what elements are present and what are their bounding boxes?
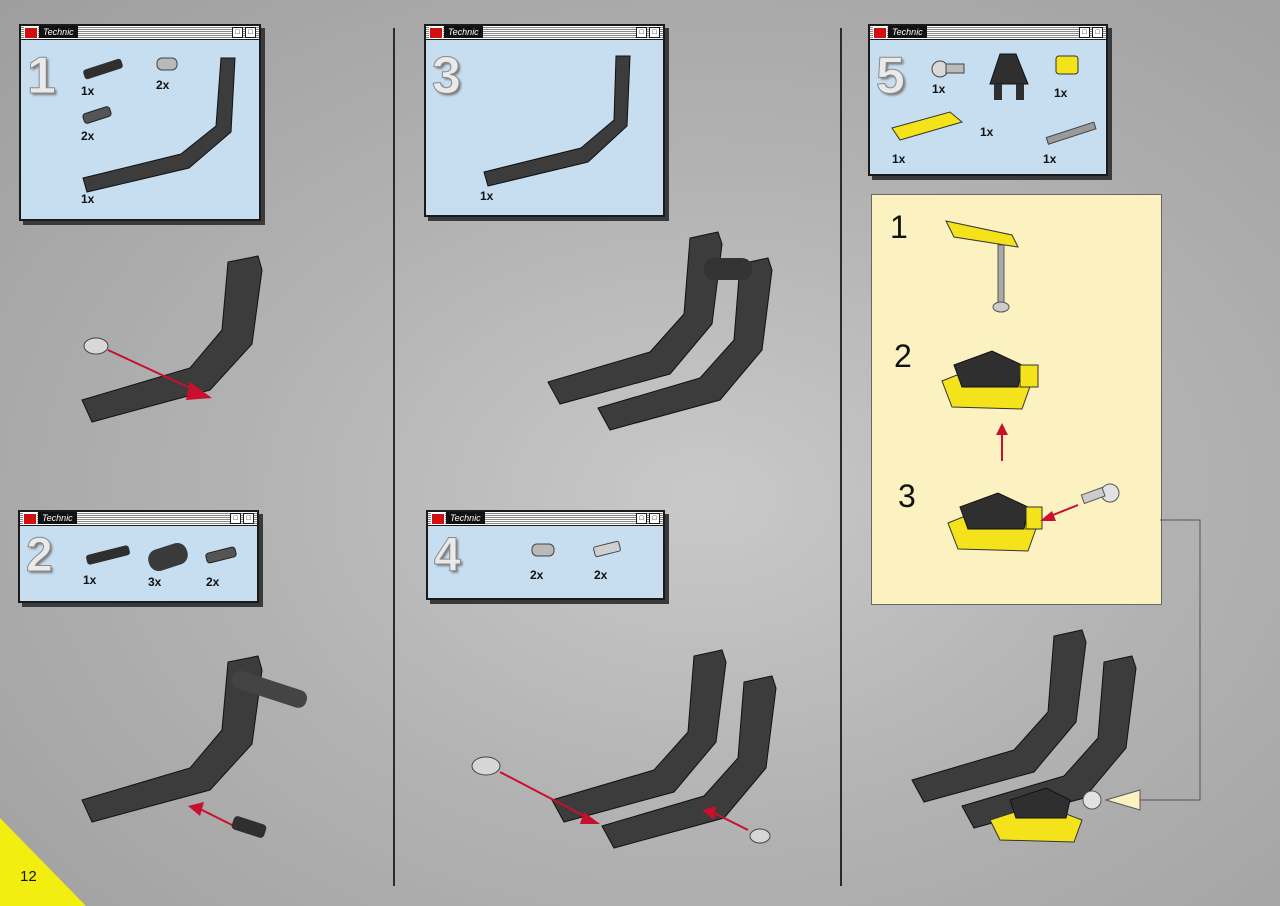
substep-number: 2 <box>894 338 912 374</box>
sub-assembly-art <box>941 220 1120 552</box>
part-qty: 2x <box>81 129 95 143</box>
window-title-bar: Technic □ □ <box>426 26 663 40</box>
step-number: 1 <box>27 47 57 106</box>
part-qty: 3x <box>148 575 162 589</box>
part-qty: 1x <box>1043 152 1057 166</box>
window-close-button[interactable]: □ <box>1092 27 1103 38</box>
part-qty: 1x <box>980 125 994 139</box>
step-2-parts-art <box>86 542 237 572</box>
page-number: 12 <box>20 868 37 885</box>
substep-number: 3 <box>898 478 916 514</box>
part-qty: 1x <box>83 573 97 587</box>
part-qty: 2x <box>206 575 220 589</box>
step-5-assembly-icon <box>911 629 1137 843</box>
window-minimize-button[interactable]: □ <box>232 27 243 38</box>
step-number: 5 <box>876 47 906 106</box>
step-1-parts-art <box>82 57 236 193</box>
step-1-parts-window: Technic □ □ 1 1x 2x 2x 1x <box>19 24 261 221</box>
part-qty: 1x <box>480 189 494 203</box>
step-5-parts-window: Technic □ □ 5 1x 1x 1x 1x 1x <box>868 24 1108 176</box>
column-divider-left <box>393 28 395 886</box>
grey-axle-icon <box>1045 121 1097 145</box>
connector-pin-icon <box>205 546 237 564</box>
connector-pin-icon <box>82 106 112 124</box>
part-qty: 2x <box>156 78 170 92</box>
step-3-parts-art <box>483 55 631 187</box>
black-axle-pin-icon <box>86 545 130 565</box>
black-axle-pin-icon <box>83 58 123 80</box>
step-5-parts-art <box>891 53 1097 145</box>
grey-bush-icon <box>156 57 178 71</box>
grey-ball-joint-icon <box>931 60 965 78</box>
step-number: 3 <box>432 47 462 106</box>
window-title: Technic <box>38 512 77 524</box>
column-divider-right <box>840 28 842 886</box>
window-title-bar: Technic □ □ <box>428 512 663 526</box>
steering-holder-assembly-icon <box>947 492 1043 552</box>
grey-bush-icon <box>531 543 555 557</box>
yellow-beam-with-axle-icon <box>945 220 1019 313</box>
yellow-pin-connector-icon <box>1055 55 1079 75</box>
bent-beam-icon <box>82 57 236 193</box>
window-title: Technic <box>446 512 485 524</box>
step-number: 4 <box>434 529 462 583</box>
lego-logo-icon <box>429 27 443 39</box>
lego-logo-icon <box>23 513 37 525</box>
part-qty: 2x <box>594 568 608 582</box>
window-title-bar: Technic □ □ <box>20 512 257 526</box>
window-minimize-button[interactable]: □ <box>230 513 241 524</box>
window-close-button[interactable]: □ <box>649 513 660 524</box>
black-steering-holder-icon <box>989 53 1029 100</box>
grey-ball-joint-icon <box>1080 483 1120 505</box>
bent-beam-icon <box>483 55 631 187</box>
step-4-assembly-icon <box>471 649 777 849</box>
window-minimize-button[interactable]: □ <box>636 27 647 38</box>
part-qty: 1x <box>892 152 906 166</box>
part-qty: 1x <box>81 84 95 98</box>
page-corner-marker-icon <box>0 818 86 906</box>
step-number: 2 <box>26 529 54 583</box>
part-qty: 2x <box>530 568 544 582</box>
window-close-button[interactable]: □ <box>245 27 256 38</box>
window-title: Technic <box>39 26 78 38</box>
lego-logo-icon <box>24 27 38 39</box>
part-qty: 1x <box>1054 86 1068 100</box>
axle-pin-icon <box>593 540 621 558</box>
step-2-assembly-icon <box>81 655 308 838</box>
yellow-beam-icon <box>891 111 964 141</box>
window-close-button[interactable]: □ <box>243 513 254 524</box>
lego-logo-icon <box>873 27 887 39</box>
part-qty: 1x <box>932 82 946 96</box>
step-4-parts-art <box>531 540 621 558</box>
step-2-parts-window: Technic □ □ 2 1x 3x 2x <box>18 510 259 603</box>
callout-connector-icon <box>1104 519 1201 811</box>
red-arrow-up-icon <box>996 423 1008 461</box>
step-4-parts-window: Technic □ □ 4 2x 2x <box>426 510 665 600</box>
window-close-button[interactable]: □ <box>649 27 660 38</box>
window-title-bar: Technic □ □ <box>870 26 1106 40</box>
window-title: Technic <box>444 26 483 38</box>
lego-logo-icon <box>431 513 445 525</box>
window-minimize-button[interactable]: □ <box>636 513 647 524</box>
step-3-parts-window: Technic □ □ 3 1x <box>424 24 665 217</box>
window-title: Technic <box>888 26 927 38</box>
step-1-assembly-icon <box>81 255 263 423</box>
black-bush-tube-icon <box>148 542 188 572</box>
steering-holder-assembly-icon <box>941 350 1039 410</box>
window-minimize-button[interactable]: □ <box>1079 27 1090 38</box>
red-arrow-left-icon <box>1040 504 1079 521</box>
part-qty: 1x <box>81 192 95 206</box>
window-title-bar: Technic □ □ <box>21 26 259 40</box>
substep-number: 1 <box>890 209 908 245</box>
step-3-assembly-icon <box>547 231 773 431</box>
sub-assembly-panel: 1 2 3 <box>871 194 1162 605</box>
